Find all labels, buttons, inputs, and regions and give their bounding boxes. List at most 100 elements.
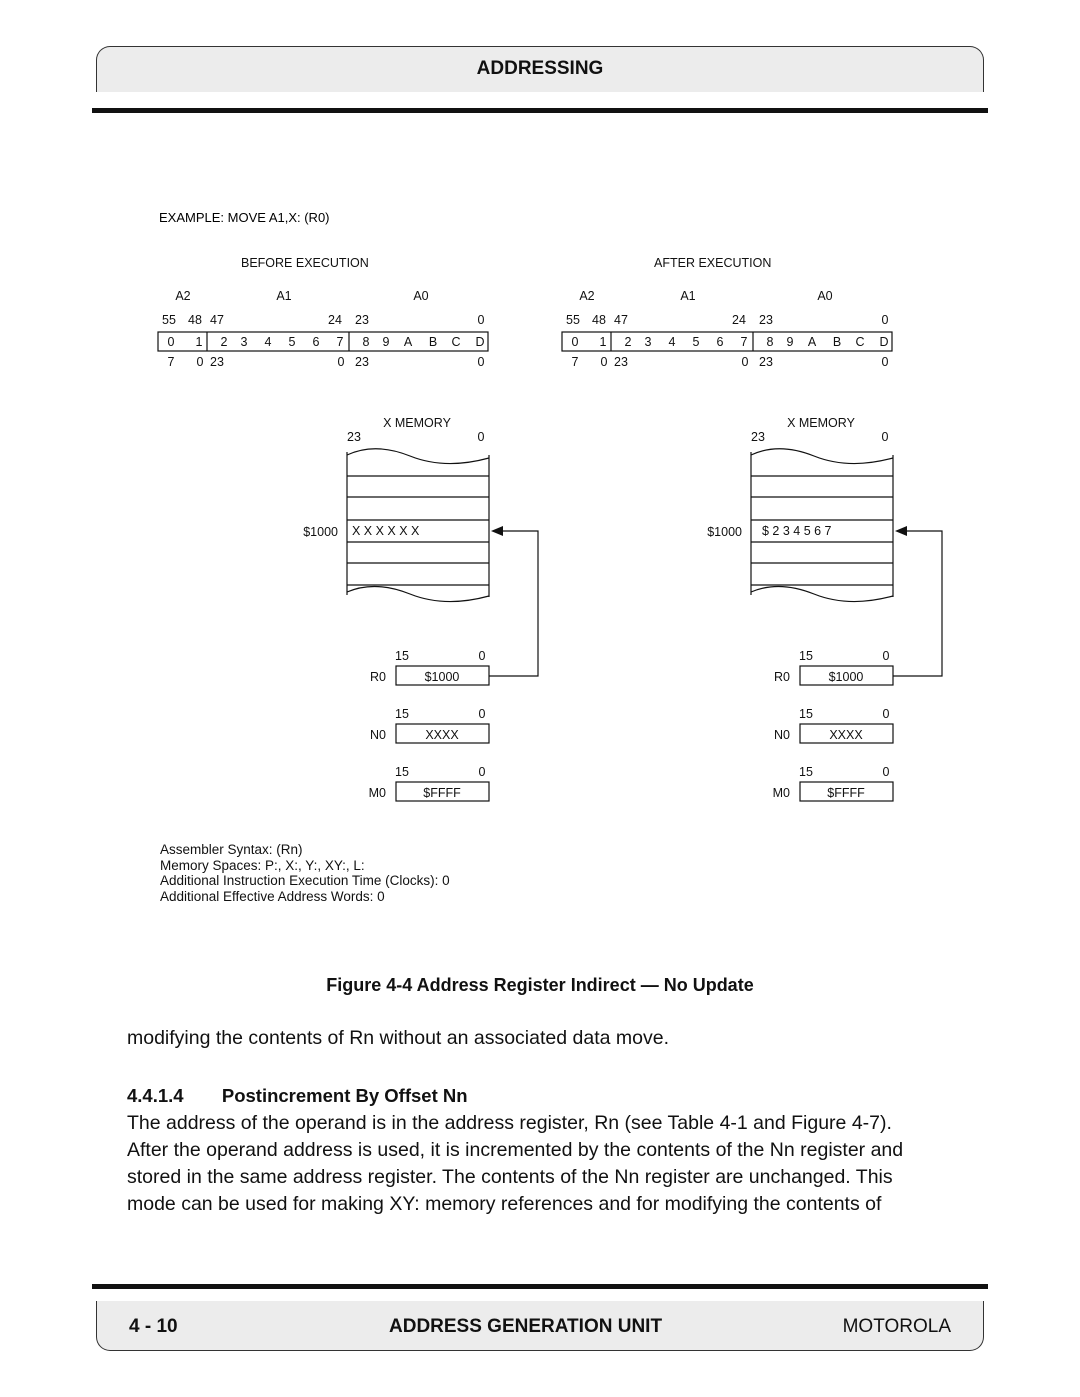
memory-address: $1000 <box>303 525 338 539</box>
pointer-arrowhead <box>895 526 907 536</box>
figure-notes: Assembler Syntax: (Rn)Memory Spaces: P:,… <box>160 842 450 904</box>
bit-number: 15 <box>395 707 409 721</box>
acc-label-a2: A2 <box>579 289 594 303</box>
bit-number: 0 <box>197 355 204 369</box>
register-box-m0 <box>799 781 894 802</box>
register-name: R0 <box>774 670 790 684</box>
register-value: $1000 <box>425 670 460 684</box>
body-paragraph: The address of the operand is in the add… <box>127 1110 903 1218</box>
acc-cell: 4 <box>265 335 272 349</box>
example-label: EXAMPLE: MOVE A1,X: (R0) <box>159 210 330 225</box>
acc-cell: 5 <box>693 335 700 349</box>
bit-number: 23 <box>614 355 628 369</box>
acc-label-a0: A0 <box>817 289 832 303</box>
bit-number: 23 <box>355 355 369 369</box>
acc-cell: 0 <box>572 335 579 349</box>
note-line: Assembler Syntax: (Rn) <box>160 842 303 857</box>
header-rule <box>92 108 988 113</box>
acc-cell: 8 <box>767 335 774 349</box>
bit-number: 23 <box>759 355 773 369</box>
body-line: modifying the contents of Rn without an … <box>127 1027 669 1049</box>
note-line: Additional Instruction Execution Time (C… <box>160 873 450 888</box>
bit-number: 23 <box>210 355 224 369</box>
memory-wave-bottom <box>346 585 490 603</box>
register-value: $FFFF <box>827 786 865 800</box>
bit-number: 15 <box>395 765 409 779</box>
memory-wave-bottom <box>750 585 894 603</box>
register-value: $FFFF <box>423 786 461 800</box>
bit-number: 0 <box>882 430 889 444</box>
acc-cell: A <box>808 335 817 349</box>
bit-number: 24 <box>328 313 342 327</box>
accumulator-box <box>157 331 489 352</box>
acc-cell: 3 <box>645 335 652 349</box>
bit-number: 0 <box>882 355 889 369</box>
acc-cell: 5 <box>289 335 296 349</box>
memory-value: X X X X X X <box>352 524 420 538</box>
acc-label-a2: A2 <box>175 289 190 303</box>
acc-cell: D <box>879 335 888 349</box>
memory-address: $1000 <box>707 525 742 539</box>
acc-label-a1: A1 <box>680 289 695 303</box>
bit-number: 47 <box>210 313 224 327</box>
register-box-n0 <box>395 723 490 744</box>
figure-caption: Figure 4-4 Address Register Indirect — N… <box>326 975 754 995</box>
brand-name: MOTOROLA <box>842 1316 951 1337</box>
pointer-line <box>489 530 539 677</box>
acc-cell: D <box>475 335 484 349</box>
chapter-title: ADDRESS GENERATION UNIT <box>389 1316 663 1337</box>
section-number: 4.4.1.4 <box>127 1085 184 1106</box>
register-value: XXXX <box>829 728 863 742</box>
register-box-m0 <box>395 781 490 802</box>
acc-cell: 8 <box>363 335 370 349</box>
paragraph-line: After the operand address is used, it is… <box>127 1139 904 1161</box>
page-number: 4 - 10 <box>129 1316 178 1337</box>
bit-number: 0 <box>882 313 889 327</box>
acc-cell: A <box>404 335 413 349</box>
acc-cell: 0 <box>168 335 175 349</box>
panel-title: AFTER EXECUTION <box>654 256 771 270</box>
accumulator-box <box>561 331 893 352</box>
bit-number: 0 <box>883 649 890 663</box>
acc-cell: 4 <box>669 335 676 349</box>
note-line: Additional Effective Address Words: 0 <box>160 888 385 904</box>
bit-number: 7 <box>572 355 579 369</box>
header-title: ADDRESSING <box>476 58 604 79</box>
bit-number: 23 <box>751 430 765 444</box>
bit-number: 0 <box>478 430 485 444</box>
bit-number: 0 <box>478 313 485 327</box>
acc-cell: 6 <box>313 335 320 349</box>
acc-label-a1: A1 <box>276 289 291 303</box>
register-name: N0 <box>370 728 386 742</box>
acc-cell: 2 <box>221 335 228 349</box>
acc-cell: 2 <box>625 335 632 349</box>
memory-title: X MEMORY <box>787 416 855 430</box>
bit-number: 0 <box>478 355 485 369</box>
bit-number: 0 <box>883 765 890 779</box>
acc-cell: 1 <box>196 335 203 349</box>
bit-number: 0 <box>601 355 608 369</box>
acc-cell: 7 <box>337 335 344 349</box>
memory-title: X MEMORY <box>383 416 451 430</box>
bit-number: 55 <box>566 313 580 327</box>
bit-number: 7 <box>168 355 175 369</box>
bit-number: 23 <box>759 313 773 327</box>
register-name: R0 <box>370 670 386 684</box>
acc-cell: 9 <box>383 335 390 349</box>
bit-number: 48 <box>188 313 202 327</box>
footer-rule <box>92 1284 988 1289</box>
register-value: XXXX <box>425 728 459 742</box>
panel-title: BEFORE EXECUTION <box>241 256 369 270</box>
acc-cell: 3 <box>241 335 248 349</box>
bit-number: 55 <box>162 313 176 327</box>
bit-number: 0 <box>883 707 890 721</box>
header-tab <box>96 46 984 92</box>
bit-number: 15 <box>799 707 813 721</box>
footer-tab: 4 - 10 ADDRESS GENERATION UNIT MOTOROLA <box>96 1301 984 1351</box>
bit-number: 0 <box>479 649 486 663</box>
acc-cell: 6 <box>717 335 724 349</box>
pointer-arrowhead <box>491 526 503 536</box>
pointer-line <box>893 530 943 677</box>
